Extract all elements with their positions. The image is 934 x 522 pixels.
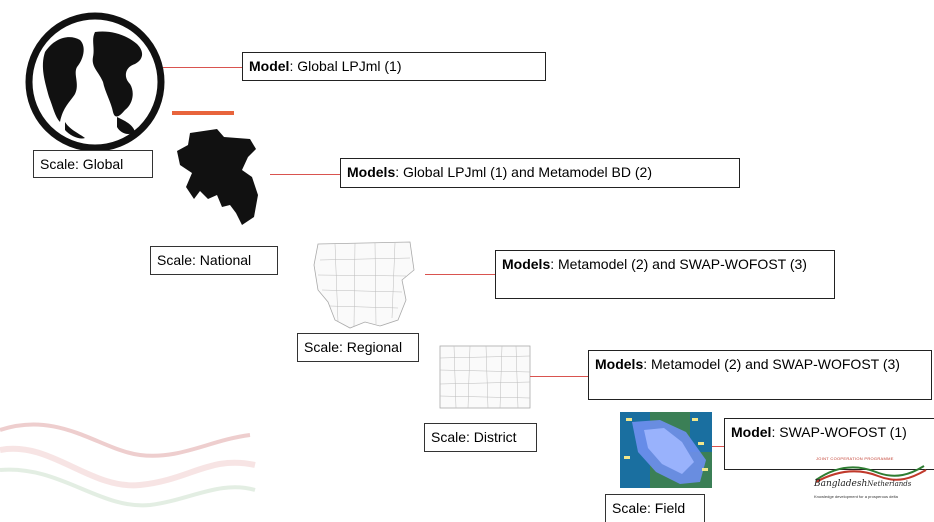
district-map-icon (439, 345, 531, 409)
model-box-district: Models: Metamodel (2) and SWAP-WOFOST (3… (588, 350, 932, 400)
model-box-national: Models: Global LPJml (1) and Metamodel B… (340, 158, 740, 188)
regional-map-icon (313, 241, 415, 329)
scale-district-label: Scale: District (424, 423, 537, 452)
model-box-label: Model (731, 424, 772, 440)
logo-swoosh-icon (815, 465, 927, 483)
scale-national-label: Scale: National (150, 246, 278, 275)
connector-field (712, 446, 724, 447)
model-box-text: : Global LPJml (1) (289, 58, 402, 74)
scale-regional-label: Scale: Regional (297, 333, 419, 362)
connector-global (163, 67, 242, 68)
model-box-text: : Metamodel (2) and SWAP-WOFOST (3) (550, 256, 807, 272)
model-box-regional: Models: Metamodel (2) and SWAP-WOFOST (3… (495, 250, 835, 299)
model-box-label: Models (502, 256, 551, 272)
model-box-text: : Metamodel (2) and SWAP-WOFOST (3) (643, 356, 900, 372)
logo-tagline: Knowledge development for a prosperous d… (814, 494, 898, 499)
model-box-label: Models (595, 356, 644, 372)
scale-field-label: Scale: Field (605, 494, 705, 522)
model-box-text: : Global LPJml (1) and Metamodel BD (2) (395, 164, 652, 180)
bangladesh-map-icon (177, 129, 258, 225)
field-satellite-image (620, 412, 712, 488)
model-box-label: Model (249, 58, 290, 74)
logo-header: JOINT COOPERATION PROGRAMME (816, 456, 894, 461)
model-box-label: Models (347, 164, 396, 180)
connector-national (270, 174, 340, 175)
model-box-text: : SWAP-WOFOST (1) (771, 424, 907, 440)
model-box-field: Model: SWAP-WOFOST (1) (724, 418, 934, 470)
model-box-global: Model: Global LPJml (1) (242, 52, 546, 81)
bangladesh-netherlands-logo: JOINT COOPERATION PROGRAMME BangladeshNe… (812, 456, 932, 516)
logo-name: BangladeshNetherlands (814, 479, 911, 489)
connector-district (530, 376, 588, 377)
accent-bar (172, 111, 234, 115)
logo-name-right: Netherlands (867, 480, 912, 488)
decorative-swoosh (0, 422, 256, 508)
globe-icon (25, 12, 165, 152)
connector-regional (425, 274, 495, 275)
scale-global-label: Scale: Global (33, 150, 153, 178)
logo-name-left: Bangladesh (814, 479, 868, 489)
